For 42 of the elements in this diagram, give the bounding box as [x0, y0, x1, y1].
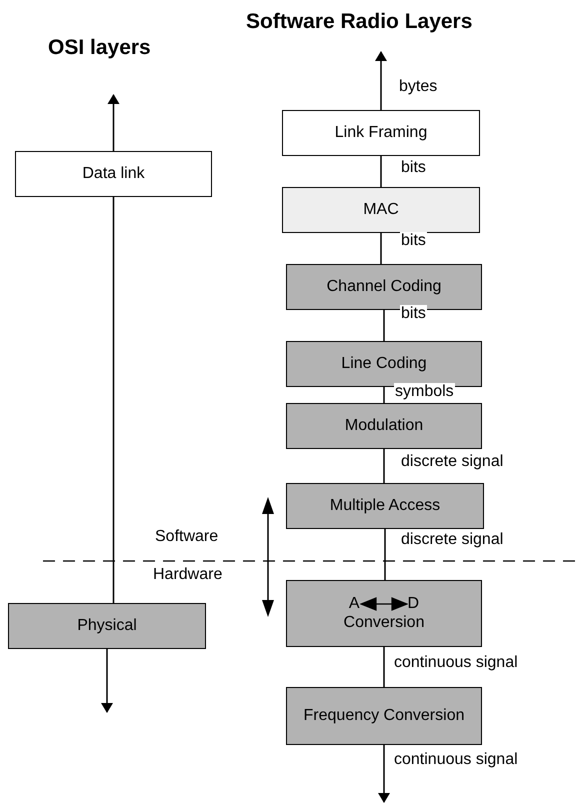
layer-box: [282, 187, 480, 233]
node-text: Physical: [77, 616, 137, 636]
connector-line: [112, 197, 114, 603]
node-text: Multiple Access: [330, 496, 440, 516]
edge-label: discrete signal: [400, 453, 504, 471]
arrow: [108, 94, 120, 151]
node-text: Conversion: [344, 614, 424, 632]
arrow: [101, 649, 113, 713]
section-label: Software: [155, 528, 218, 546]
arrow: [375, 51, 387, 110]
connector-line: [384, 529, 386, 580]
connector-line: [383, 647, 385, 687]
layer-box: [286, 580, 482, 647]
edge-label: symbols: [394, 383, 455, 401]
node-text: Line Coding: [341, 354, 427, 374]
connector-line: [383, 449, 385, 483]
node-text: Frequency Conversion: [304, 706, 464, 726]
connector-line: [380, 233, 382, 264]
layer-box: [8, 603, 206, 649]
section-label: Hardware: [153, 566, 222, 584]
node-text: MAC: [363, 200, 399, 220]
arrow: [378, 745, 390, 803]
edge-label: continuous signal: [393, 654, 519, 672]
edge-label: discrete signal: [400, 531, 504, 549]
layer-box: [286, 687, 482, 745]
connector-line: [380, 156, 382, 187]
node-text: D: [408, 595, 420, 614]
edge-label: bytes: [398, 78, 438, 96]
connector-line: [383, 387, 385, 403]
layer-box: [15, 151, 212, 197]
connector-line: [383, 310, 385, 341]
node-text: A: [348, 595, 360, 614]
column-heading: OSI layers: [48, 36, 151, 60]
node-text: Link Framing: [334, 124, 428, 142]
node-text: Modulation: [344, 416, 424, 436]
column-heading: Software Radio Layers: [246, 10, 472, 34]
layer-box: [282, 110, 480, 156]
node-text: Data link: [82, 164, 145, 184]
node-text: Channel Coding: [326, 278, 442, 296]
layer-box: [286, 403, 482, 449]
edge-label: continuous signal: [393, 751, 519, 769]
layer-box: [286, 483, 484, 529]
